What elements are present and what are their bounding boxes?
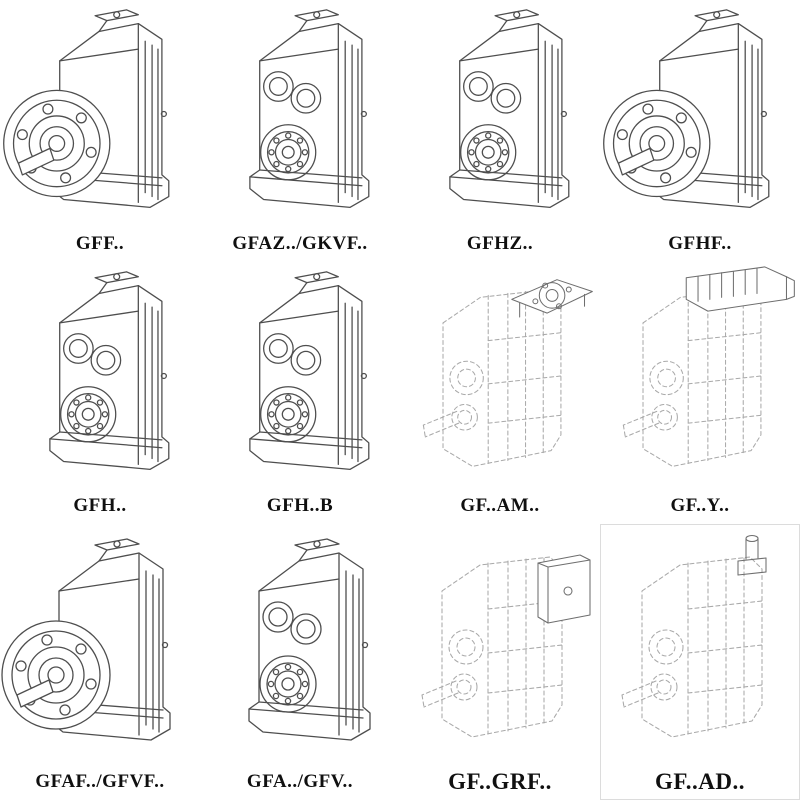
shaft-bores xyxy=(260,333,322,443)
drawing-area xyxy=(0,0,200,226)
shaft-bores xyxy=(60,333,122,443)
catalog-cell-gfhz: GFHZ.. xyxy=(400,0,600,262)
shaft-bores xyxy=(259,601,322,713)
catalog-cell-gfaz: GFAZ../GKVF.. xyxy=(200,0,400,262)
motor-block xyxy=(685,266,795,312)
drawing-area xyxy=(400,0,600,226)
shaft-bores xyxy=(460,71,522,181)
catalog-cell-gfh-b: GFH..B xyxy=(200,262,400,524)
gearbox-drawing-top-input xyxy=(621,534,767,738)
gearbox-housing xyxy=(249,271,370,470)
drawing-area xyxy=(400,262,600,488)
variant-label: GFHF.. xyxy=(668,233,732,254)
variant-label: GFA../GFV.. xyxy=(246,771,354,792)
variant-label: GFAF../GFVF.. xyxy=(35,771,165,792)
gearbox-drawing-foot-mounted-b xyxy=(249,271,370,470)
gearbox-housing-ghost xyxy=(622,288,762,467)
shaft-bores xyxy=(260,71,322,181)
gearbox-drawing-flange-output xyxy=(1,538,171,741)
gearbox-housing xyxy=(49,271,170,470)
catalog-cell-gfh: GFH.. xyxy=(0,262,200,524)
variant-label: GFAZ../GKVF.. xyxy=(232,233,368,254)
drawing-area xyxy=(600,0,800,226)
catalog-cell-gf-y: GF..Y.. xyxy=(600,262,800,524)
drawing-area xyxy=(600,524,800,764)
gearbox-housing-ghost xyxy=(422,288,562,467)
catalog-cell-gfhf: GFHF.. xyxy=(600,0,800,262)
drawing-area xyxy=(0,262,200,488)
drawing-area xyxy=(400,524,600,764)
gearbox-drawing-flange-output xyxy=(603,9,770,208)
output-flange xyxy=(3,89,111,198)
gearbox-drawing-foot-mounted xyxy=(49,271,170,470)
variant-label: GFH..B xyxy=(266,495,334,516)
gearbox-housing xyxy=(249,9,370,208)
variant-label: GF..AD.. xyxy=(654,769,746,794)
output-flange xyxy=(603,89,711,198)
drawing-area xyxy=(200,262,400,488)
gearbox-drawing-shaft-mounted xyxy=(248,538,371,741)
input-adapter-flange xyxy=(511,279,593,318)
variant-label: GFH.. xyxy=(73,495,127,516)
gearbox-drawing-motor-adapter xyxy=(422,279,593,467)
output-flange xyxy=(1,620,111,730)
gearbox-drawing-cover-housing xyxy=(421,554,591,738)
gearbox-drawing-hollow-shaft xyxy=(249,9,370,208)
catalog-cell-gf-am: GF..AM.. xyxy=(400,262,600,524)
variant-label: GF..GRF.. xyxy=(448,769,552,794)
gearbox-drawing-flange-output xyxy=(3,9,170,208)
gearbox-housing-ghost xyxy=(621,556,763,738)
catalog-cell-gfa: GFA../GFV.. xyxy=(200,524,400,800)
drawing-area xyxy=(200,0,400,226)
variant-label: GF..AM.. xyxy=(460,495,540,516)
drawing-area xyxy=(0,524,200,764)
variant-label: GF..Y.. xyxy=(670,495,730,516)
catalog-cell-gfaf: GFAF../GFVF.. xyxy=(0,524,200,800)
input-cover-box xyxy=(537,554,591,624)
gearbox-drawing-with-motor xyxy=(622,266,795,467)
variant-label: GFF.. xyxy=(75,233,125,254)
catalog-cell-gf-ad: GF..AD.. xyxy=(600,524,800,800)
drawing-area xyxy=(200,524,400,764)
drawing-area xyxy=(600,262,800,488)
gearbox-housing xyxy=(449,9,570,208)
variant-label: GFHZ.. xyxy=(466,233,534,254)
catalog-cell-gff: GFF.. xyxy=(0,0,200,262)
gearbox-drawing-hollow-shaft xyxy=(449,9,570,208)
gearbox-housing xyxy=(248,538,371,741)
catalog-cell-gf-grf: GF..GRF.. xyxy=(400,524,600,800)
